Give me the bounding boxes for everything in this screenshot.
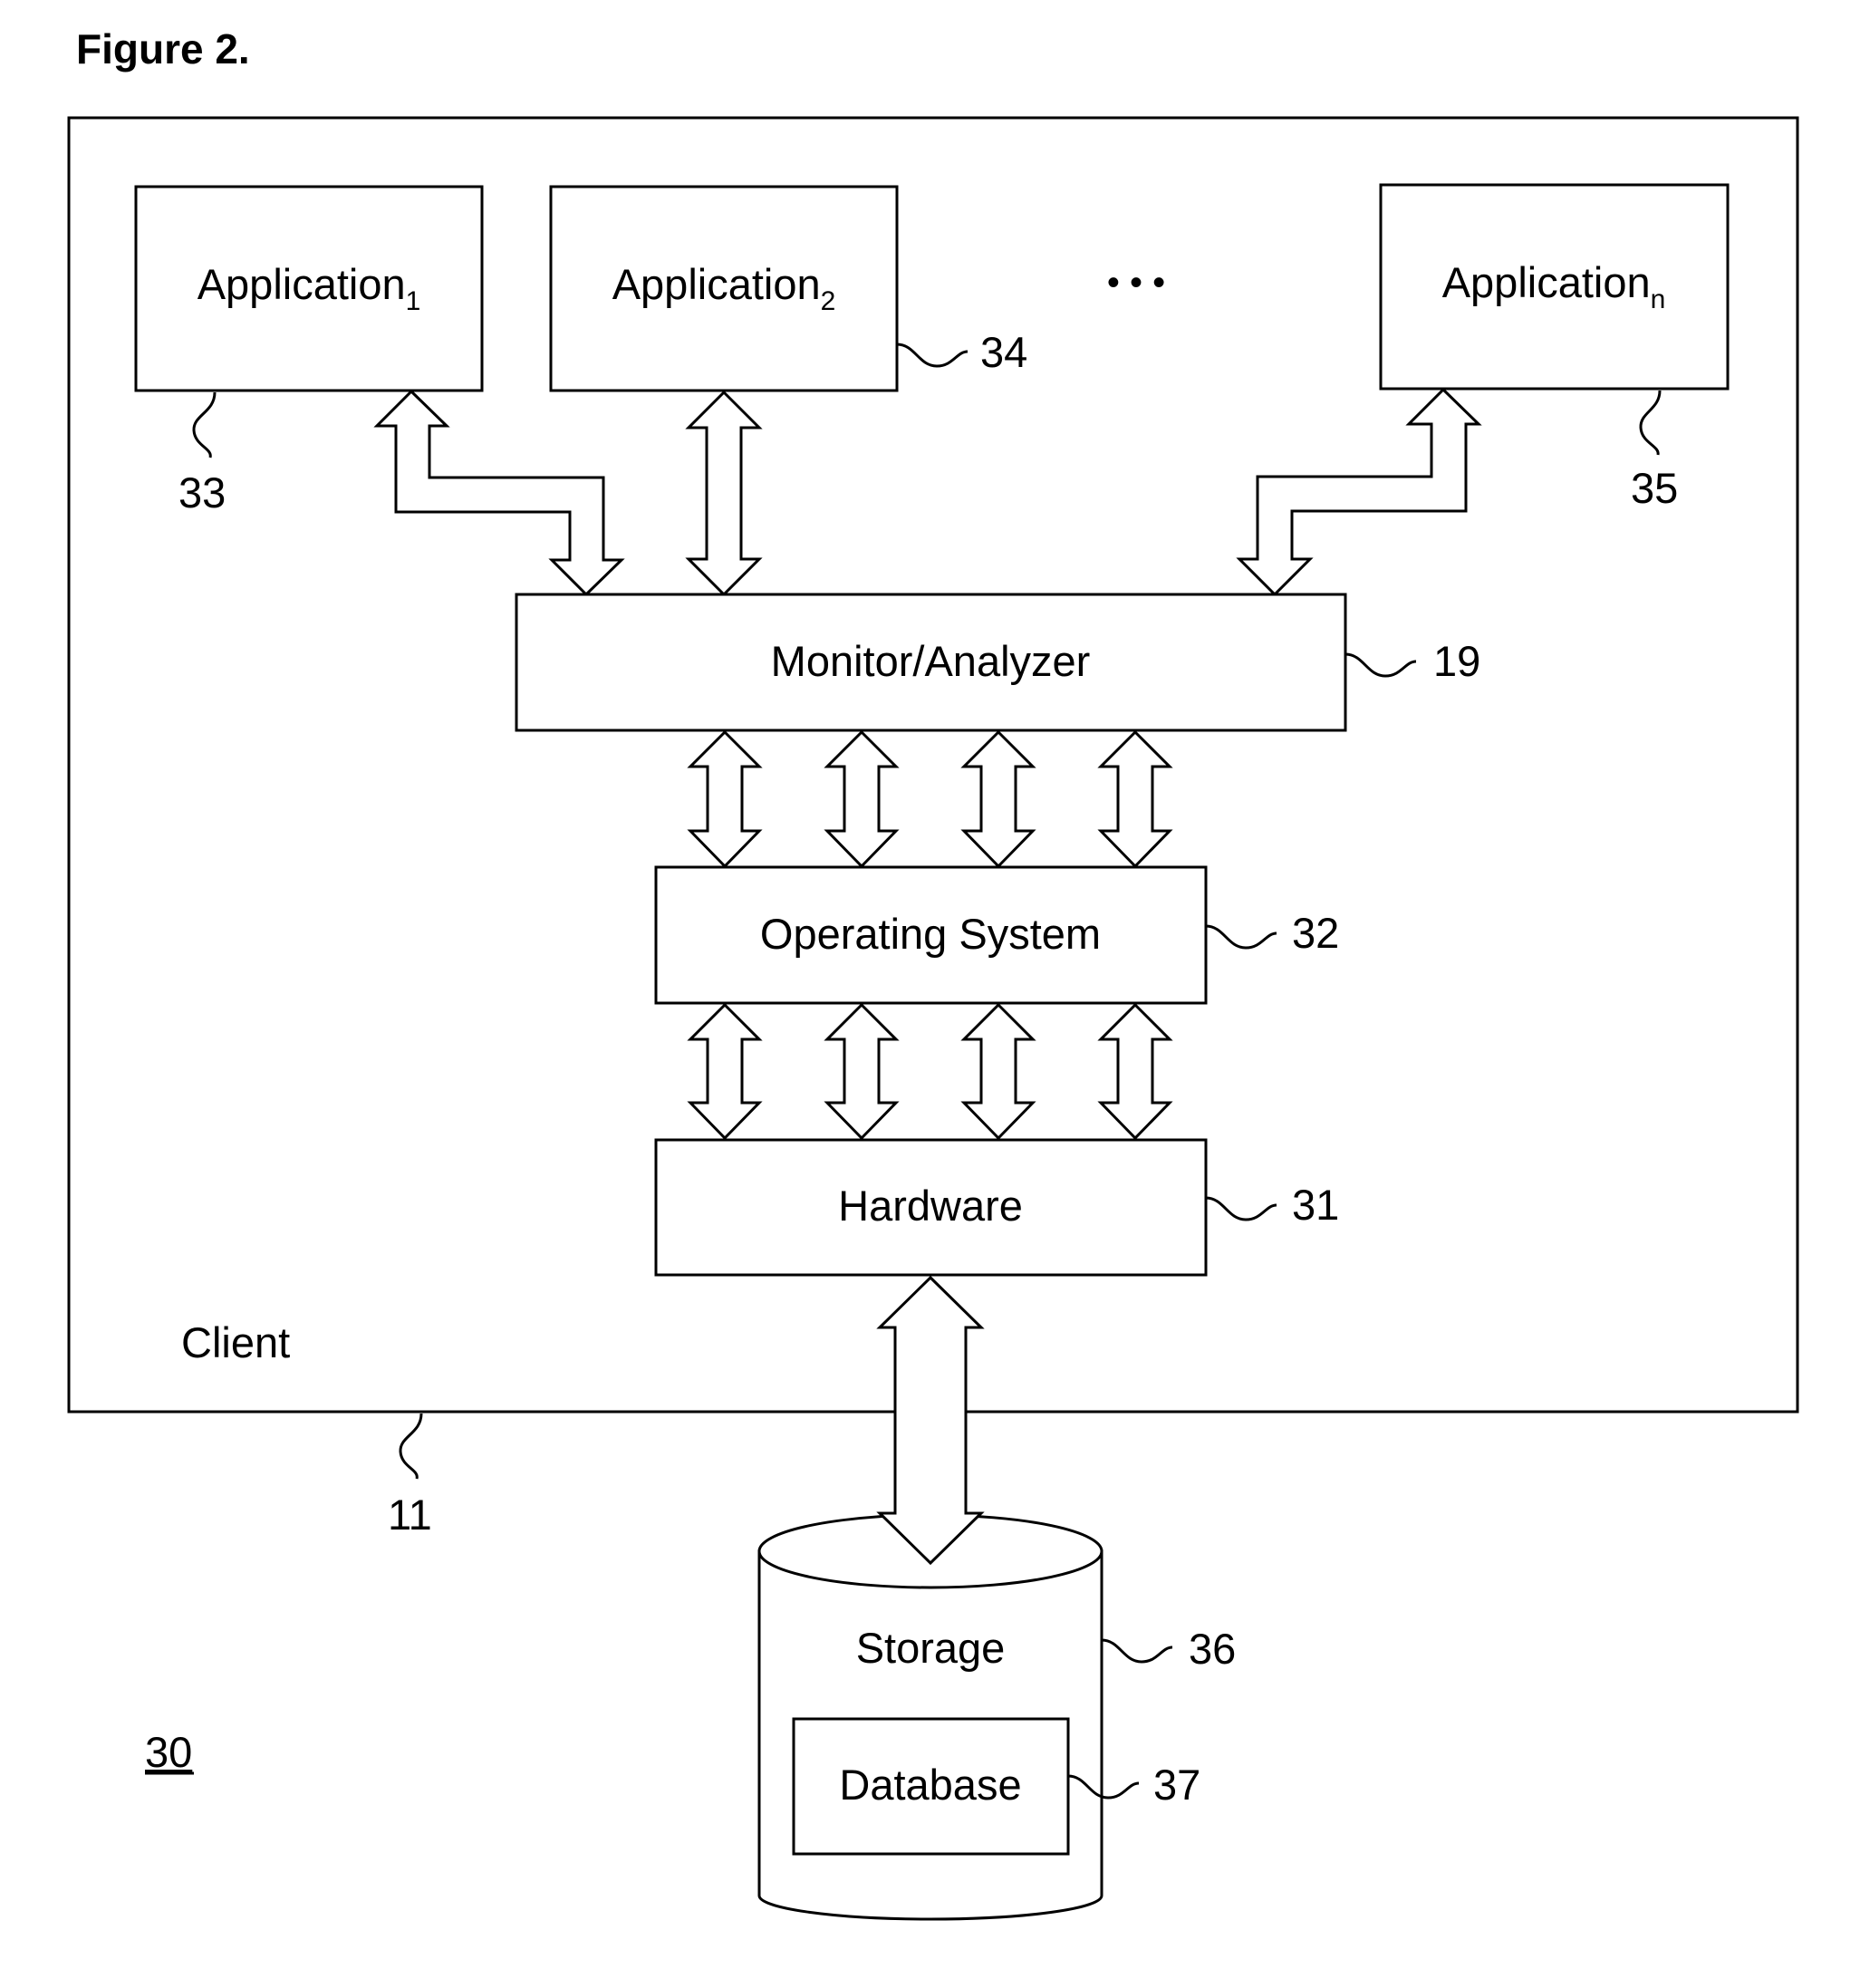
monitor-analyzer-label: Monitor/Analyzer xyxy=(771,637,1091,685)
squiggle-36 xyxy=(1102,1640,1172,1662)
ref-35: 35 xyxy=(1631,464,1678,512)
application-1: Application1 xyxy=(136,187,482,391)
application-2-label: Application2 xyxy=(612,260,836,316)
hardware-label: Hardware xyxy=(838,1182,1023,1230)
application-1-label: Application1 xyxy=(198,260,421,316)
operating-system-label: Operating System xyxy=(760,910,1101,958)
system-ref-30: 30 xyxy=(145,1728,192,1776)
storage-cylinder: Storage Database xyxy=(759,1515,1102,1919)
ref-37: 37 xyxy=(1153,1761,1200,1809)
squiggle-11 xyxy=(400,1414,421,1479)
application-2: Application2 xyxy=(551,187,897,391)
database-label: Database xyxy=(839,1761,1021,1809)
application-n-label: Applicationn xyxy=(1442,258,1666,314)
ref-11: 11 xyxy=(388,1491,432,1539)
ref-33: 33 xyxy=(178,468,226,516)
ref-34: 34 xyxy=(980,328,1027,376)
ref-32: 32 xyxy=(1292,909,1339,957)
ref-31: 31 xyxy=(1292,1181,1339,1229)
storage-label: Storage xyxy=(856,1624,1006,1672)
client-label: Client xyxy=(181,1318,290,1366)
application-n: Applicationn xyxy=(1381,185,1728,389)
figure-title: Figure 2. xyxy=(76,25,250,72)
arrow-hardware-storage xyxy=(880,1278,981,1563)
ref-19: 19 xyxy=(1433,637,1480,685)
ref-36: 36 xyxy=(1189,1625,1236,1673)
ellipsis: • • • xyxy=(1107,263,1165,303)
